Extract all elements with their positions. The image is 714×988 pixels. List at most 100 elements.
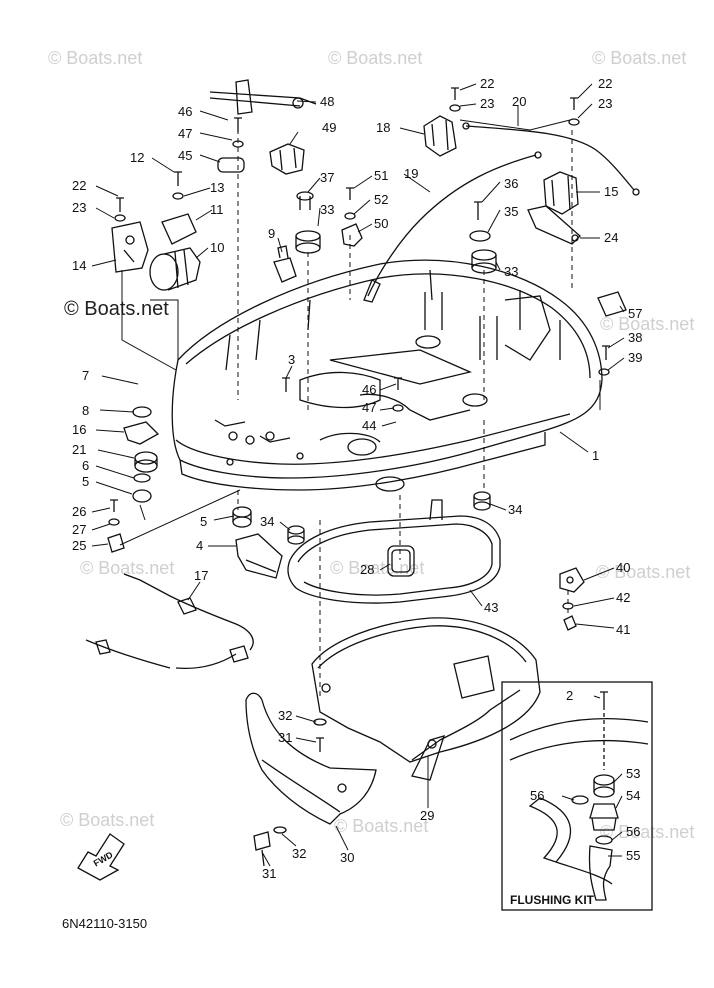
bolts [110, 87, 610, 752]
callout: 51 [374, 168, 388, 183]
callout: 24 [604, 230, 618, 245]
watermark: © Boats.net [48, 48, 143, 68]
callout: 18 [376, 120, 390, 135]
callout: 5 [200, 514, 207, 529]
callout: 38 [628, 330, 642, 345]
callout: 32 [278, 708, 292, 723]
fwd-label: FWD [92, 849, 115, 868]
callout: 10 [210, 240, 224, 255]
watermark: © Boats.net [596, 562, 691, 582]
fwd-arrow [77, 833, 125, 881]
callout: 15 [604, 184, 618, 199]
callout: 54 [626, 788, 640, 803]
clip-9 [273, 245, 297, 283]
callout: 46 [178, 104, 192, 119]
callout: 20 [512, 94, 526, 109]
callout: 56 [626, 824, 640, 839]
callout: 25 [72, 538, 86, 553]
callout: 9 [268, 226, 275, 241]
clip-25 [107, 533, 125, 553]
callout: 29 [420, 808, 434, 823]
callout: 47 [362, 400, 376, 415]
holder-49 [269, 143, 305, 175]
callout: 57 [628, 306, 642, 321]
callout: 46 [362, 382, 376, 397]
callout: 49 [322, 120, 336, 135]
side-panel-30 [245, 692, 377, 825]
callout: 27 [72, 522, 86, 537]
watermark: © Boats.net [600, 314, 695, 334]
watermark: © Boats.net [60, 810, 155, 830]
inset-title: FLUSHING KIT [510, 893, 595, 907]
grommet-34 [287, 491, 491, 545]
callout: 43 [484, 600, 498, 615]
callout: 26 [72, 504, 86, 519]
callout: 23 [72, 200, 86, 215]
bottom-cowling [171, 259, 603, 492]
washers [108, 104, 610, 726]
callout: 33 [504, 264, 518, 279]
bracket-40 [559, 567, 585, 631]
left-small-parts [123, 421, 160, 503]
callout: 22 [72, 178, 86, 193]
assembly-guide-lines [121, 120, 601, 700]
callout: 17 [194, 568, 208, 583]
callout: 12 [130, 150, 144, 165]
plate-24 [527, 205, 581, 245]
diagram-code: 6N42110-3150 [62, 916, 147, 931]
clamp-48 [209, 79, 317, 115]
grommet-33 [295, 230, 321, 254]
callout: 19 [404, 166, 418, 181]
leader-lines [91, 83, 625, 867]
callout: 48 [320, 94, 334, 109]
callout: 42 [616, 590, 630, 605]
watermark: © Boats.net [592, 48, 687, 68]
callout: 22 [480, 76, 494, 91]
motor-10 [149, 247, 201, 291]
joint-5-4 [232, 506, 283, 579]
callout: 23 [480, 96, 494, 111]
callout: 14 [72, 258, 86, 273]
wire-20 [462, 122, 640, 196]
callout: 44 [362, 418, 376, 433]
lower-cowling-29 [311, 617, 541, 781]
screw-31-32 [253, 826, 287, 867]
callout: 34 [508, 502, 522, 517]
bracket-18 [423, 115, 457, 157]
callout: 47 [178, 126, 192, 141]
grommet-28 [387, 545, 415, 577]
callout: 22 [598, 76, 612, 91]
leader-guides [119, 119, 601, 546]
cable-17 [85, 573, 254, 670]
callout: 7 [82, 368, 89, 383]
callout: 5 [82, 474, 89, 489]
watermark: © Boats.net [80, 558, 175, 578]
callout: 50 [374, 216, 388, 231]
callout: 37 [320, 170, 334, 185]
callout: 35 [504, 204, 518, 219]
callout: 39 [628, 350, 642, 365]
callout: 3 [288, 352, 295, 367]
callout: 11 [210, 202, 224, 217]
callout: 36 [504, 176, 518, 191]
watermark: © Boats.net [330, 558, 425, 578]
callout: 1 [592, 448, 599, 463]
callout: 45 [178, 148, 192, 163]
callout: 13 [210, 180, 224, 195]
callout: 40 [616, 560, 630, 575]
bracket-11 [161, 213, 197, 245]
flushing-kit-inset [501, 681, 653, 911]
callout: 8 [82, 403, 89, 418]
callout: 34 [260, 514, 274, 529]
seal-43 [287, 499, 501, 604]
callout-labels: 1 2 3 4 5 5 6 7 8 9 10 11 12 13 14 15 16… [72, 76, 642, 881]
label-57 [597, 291, 627, 317]
callout: 28 [360, 562, 374, 577]
callout: 52 [374, 192, 388, 207]
callout: 30 [340, 850, 354, 865]
callout: 53 [626, 766, 640, 781]
callout: 21 [72, 442, 86, 457]
bracket-15 [543, 171, 579, 215]
bracket-14 [111, 221, 149, 273]
